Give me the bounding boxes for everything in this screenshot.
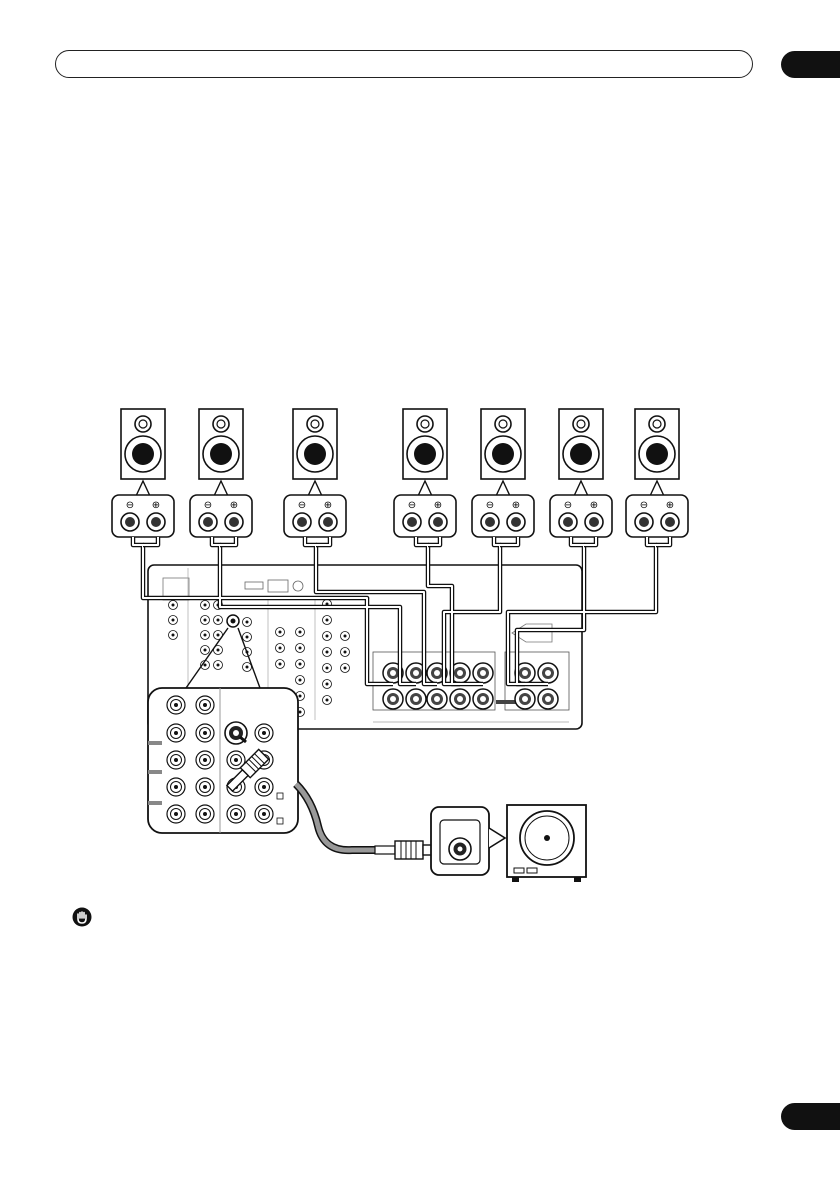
speaker-6	[559, 409, 603, 479]
speaker-terminal-3	[284, 495, 346, 537]
speaker-1	[121, 409, 165, 479]
zoomed-jack-panel	[148, 688, 298, 833]
speaker-terminal-2	[190, 495, 252, 537]
speaker-terminal-7	[626, 495, 688, 537]
page-number-tab	[781, 1103, 840, 1130]
speaker-3	[293, 409, 337, 479]
speaker-terminal-4	[394, 495, 456, 537]
speaker-terminal-6	[550, 495, 612, 537]
hand-stop-icon	[72, 907, 92, 927]
speaker-7	[635, 409, 679, 479]
speaker-4	[403, 409, 447, 479]
speaker-terminal-1	[112, 495, 174, 537]
speaker-terminal-5	[472, 495, 534, 537]
speaker-2	[199, 409, 243, 479]
subwoofer-input-callout	[431, 807, 505, 875]
subwoofer	[507, 805, 586, 882]
speaker-5	[481, 409, 525, 479]
